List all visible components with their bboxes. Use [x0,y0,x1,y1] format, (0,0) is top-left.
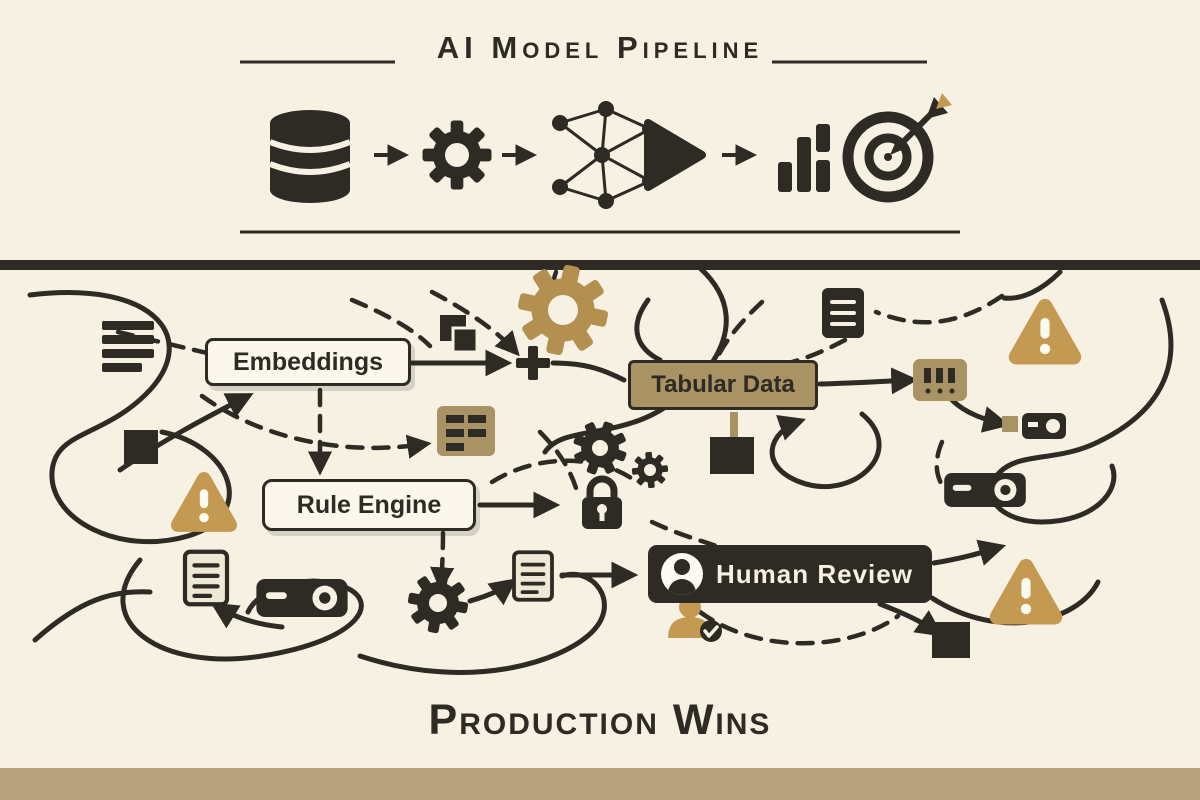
plus-icon [516,346,550,380]
rule-engine-label: Rule Engine [262,479,476,531]
projector-icon [256,579,348,617]
person-icon [661,553,703,595]
gear-icon [422,120,492,190]
square-node-icon [124,430,158,464]
keypad-icon [913,359,967,401]
warning-icon [1016,306,1074,357]
human-review-box: Human Review [648,545,932,603]
square-node-icon [710,437,754,474]
human-review-label-text: Human Review [716,558,913,589]
warning-icon [997,566,1055,617]
square-node-icon [932,622,970,658]
gear-icon [509,256,617,364]
document-icon [822,288,864,338]
warning-icon [178,479,231,525]
note-icon [512,550,554,602]
database-icon [268,110,352,203]
neural-network-arrow-icon [552,101,706,209]
section-divider [0,260,1200,270]
target-arrow-icon [842,93,952,203]
projector-icon [944,473,1026,507]
image-stack-icon [440,315,479,354]
production-wins-caption: Production Wins [428,696,772,744]
embeddings-label-text: Embeddings [232,347,383,376]
tabular-data-label: Tabular Data [628,360,818,410]
connection-lines [27,265,1174,675]
gear-icon [565,413,635,483]
page-title: AI Model Pipeline [436,30,764,65]
bar-chart-icon [778,124,830,192]
bottom-bar [0,768,1200,800]
gear-icon [403,568,473,638]
table-grid-icon [437,406,495,456]
embeddings-label: Embeddings [205,338,411,386]
gear-icon [624,444,676,496]
note-icon [185,552,227,605]
tabular-data-label-text: Tabular Data [651,371,795,398]
mini-projector-icon [1002,413,1066,439]
rule-engine-label-text: Rule Engine [296,490,442,519]
lock-icon [582,475,622,529]
list-icon [102,321,154,372]
